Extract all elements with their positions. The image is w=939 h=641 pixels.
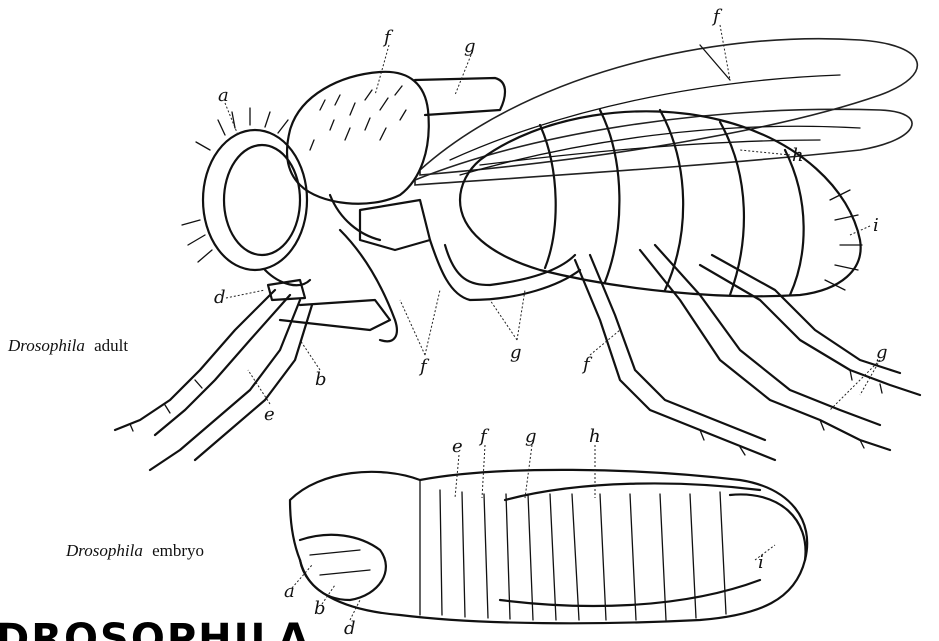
label-adult-d: d	[214, 287, 226, 308]
adult-caption: Drosophila adult	[7, 336, 128, 355]
page-title: DROSOPHILA	[0, 616, 311, 641]
label-adult-f-head: f	[382, 27, 394, 48]
embryo-caption-italic: Drosophila	[65, 541, 143, 560]
label-embryo-e: e	[452, 436, 463, 457]
label-adult-g-thorax: g	[464, 36, 476, 57]
label-embryo-d: d	[344, 618, 356, 639]
label-adult-i: i	[873, 215, 879, 236]
label-adult-f-leg1: f	[418, 356, 430, 377]
label-embryo-g: g	[525, 426, 537, 447]
label-embryo-i: i	[758, 552, 764, 573]
label-embryo-h: h	[589, 426, 601, 447]
embryo-caption-plain: embryo	[152, 541, 204, 560]
adult-caption-plain: adult	[94, 336, 128, 355]
head	[182, 108, 310, 300]
label-embryo-b: b	[314, 598, 326, 619]
label-embryo-f: f	[478, 426, 490, 447]
label-adult-f-leg2: f	[581, 354, 593, 375]
adult-fly	[115, 25, 920, 470]
label-adult-g-leg3: g	[876, 342, 888, 363]
abdomen	[460, 110, 862, 296]
label-adult-e: e	[264, 404, 275, 425]
embryo	[290, 445, 807, 623]
label-embryo-a: a	[284, 581, 295, 602]
label-adult-h: h	[792, 145, 804, 166]
label-adult-g-leg1: g	[510, 342, 522, 363]
label-adult-a: a	[218, 85, 229, 106]
thorax	[287, 72, 505, 250]
adult-caption-italic: Drosophila	[7, 336, 85, 355]
label-adult-b: b	[315, 369, 327, 390]
label-adult-f-wing: f	[711, 6, 723, 27]
embryo-caption: Drosophila embryo	[65, 541, 204, 560]
adult-leaders	[225, 25, 880, 410]
